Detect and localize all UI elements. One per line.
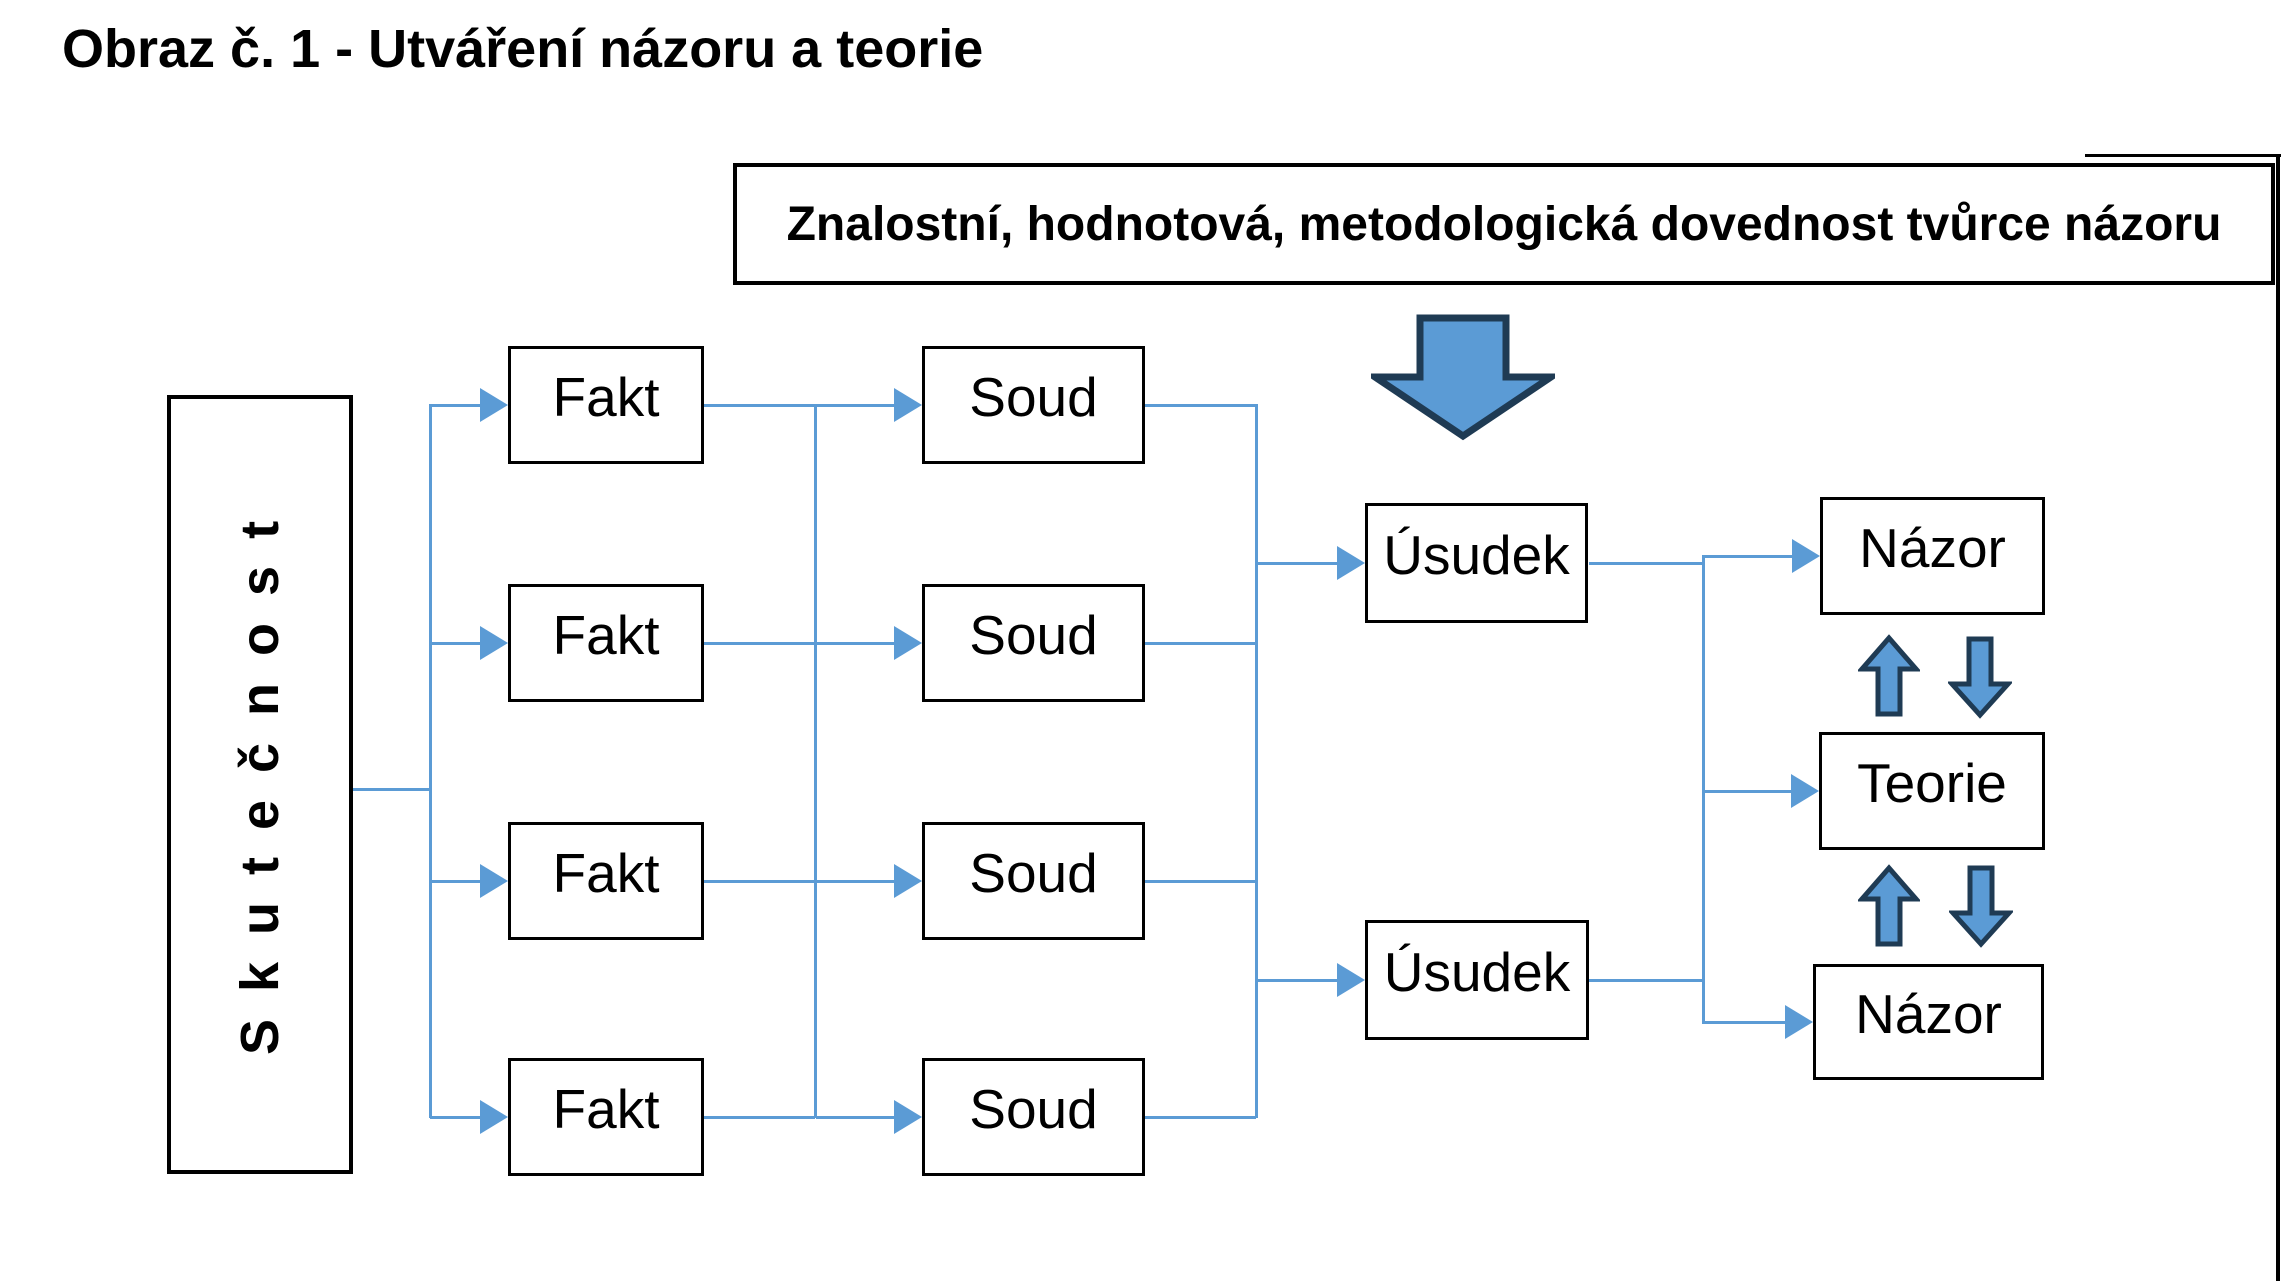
skutecnost-label: S k u t e č n o s t xyxy=(230,514,290,1055)
arrowhead-right-icon xyxy=(894,864,922,898)
soud-box: Soud xyxy=(922,1058,1145,1176)
soud-label: Soud xyxy=(969,1078,1098,1140)
banner-box: Znalostní, hodnotová, metodologická dove… xyxy=(733,163,2275,285)
fakt-label: Fakt xyxy=(552,604,660,666)
usudek-box: Úsudek xyxy=(1365,920,1589,1040)
nazor-label: Názor xyxy=(1855,983,2002,1045)
arrowhead-right-icon xyxy=(894,388,922,422)
arrowhead-right-icon xyxy=(1785,1005,1813,1039)
arrowhead-right-icon xyxy=(480,1100,508,1134)
arrowhead-right-icon xyxy=(1337,963,1365,997)
connector-line xyxy=(704,642,815,645)
soud-label: Soud xyxy=(969,604,1098,666)
arrowhead-right-icon xyxy=(1791,774,1819,808)
figure-title: Obraz č. 1 - Utváření názoru a teorie xyxy=(62,19,984,79)
usudek-label: Úsudek xyxy=(1383,524,1570,586)
connector-line xyxy=(1145,880,1256,883)
teorie-label: Teorie xyxy=(1857,752,2007,814)
banner-label: Znalostní, hodnotová, metodologická dove… xyxy=(786,197,2222,251)
table-border-line xyxy=(2276,154,2280,1281)
connector-line xyxy=(429,404,432,1118)
connector-line xyxy=(353,788,430,791)
arrowhead-right-icon xyxy=(894,626,922,660)
down-block-arrow-icon xyxy=(1371,314,1555,441)
teorie-box: Teorie xyxy=(1819,732,2045,850)
up-block-arrow-icon xyxy=(1858,634,1920,717)
arrowhead-right-icon xyxy=(480,388,508,422)
connector-line xyxy=(1704,555,1794,558)
connector-line xyxy=(704,404,815,407)
arrowhead-right-icon xyxy=(480,626,508,660)
fakt-box: Fakt xyxy=(508,822,704,940)
fakt-label: Fakt xyxy=(552,366,660,428)
connector-line xyxy=(430,404,482,407)
connector-line xyxy=(1702,555,1705,1024)
nazor-bottom-box: Názor xyxy=(1813,964,2044,1080)
arrowhead-right-icon xyxy=(1337,546,1365,580)
connector-line xyxy=(814,404,817,1118)
connector-line xyxy=(704,1116,815,1119)
arrowhead-right-icon xyxy=(894,1100,922,1134)
soud-box: Soud xyxy=(922,346,1145,464)
connector-line xyxy=(1589,979,1703,982)
nazor-top-box: Názor xyxy=(1820,497,2045,615)
connector-line xyxy=(1704,1021,1787,1024)
connector-line xyxy=(816,642,896,645)
down-block-arrow-icon xyxy=(1948,636,2012,719)
arrowhead-right-icon xyxy=(480,864,508,898)
connector-line xyxy=(430,1116,482,1119)
down-block-arrow-icon xyxy=(1949,865,2013,948)
connector-line xyxy=(1255,404,1258,1118)
soud-label: Soud xyxy=(969,366,1098,428)
soud-box: Soud xyxy=(922,822,1145,940)
connector-line xyxy=(1704,790,1793,793)
skutecnost-box: S k u t e č n o s t xyxy=(167,395,353,1174)
connector-line xyxy=(816,880,896,883)
connector-line xyxy=(816,404,896,407)
connector-line xyxy=(1145,404,1256,407)
arrowhead-right-icon xyxy=(1792,539,1820,573)
connector-line xyxy=(1257,979,1339,982)
table-border-line xyxy=(2085,154,2281,157)
fakt-label: Fakt xyxy=(552,842,660,904)
connector-line xyxy=(430,642,482,645)
fakt-label: Fakt xyxy=(552,1078,660,1140)
connector-line xyxy=(1257,562,1339,565)
connector-line xyxy=(1589,562,1703,565)
connector-line xyxy=(816,1116,896,1119)
usudek-label: Úsudek xyxy=(1383,941,1571,1003)
fakt-box: Fakt xyxy=(508,584,704,702)
nazor-label: Názor xyxy=(1859,517,2006,579)
fakt-box: Fakt xyxy=(508,346,704,464)
connector-line xyxy=(1145,1116,1256,1119)
connector-line xyxy=(430,880,482,883)
connector-line xyxy=(1145,642,1256,645)
usudek-box: Úsudek xyxy=(1365,503,1588,623)
soud-label: Soud xyxy=(969,842,1098,904)
soud-box: Soud xyxy=(922,584,1145,702)
fakt-box: Fakt xyxy=(508,1058,704,1176)
up-block-arrow-icon xyxy=(1858,864,1920,947)
connector-line xyxy=(704,880,815,883)
